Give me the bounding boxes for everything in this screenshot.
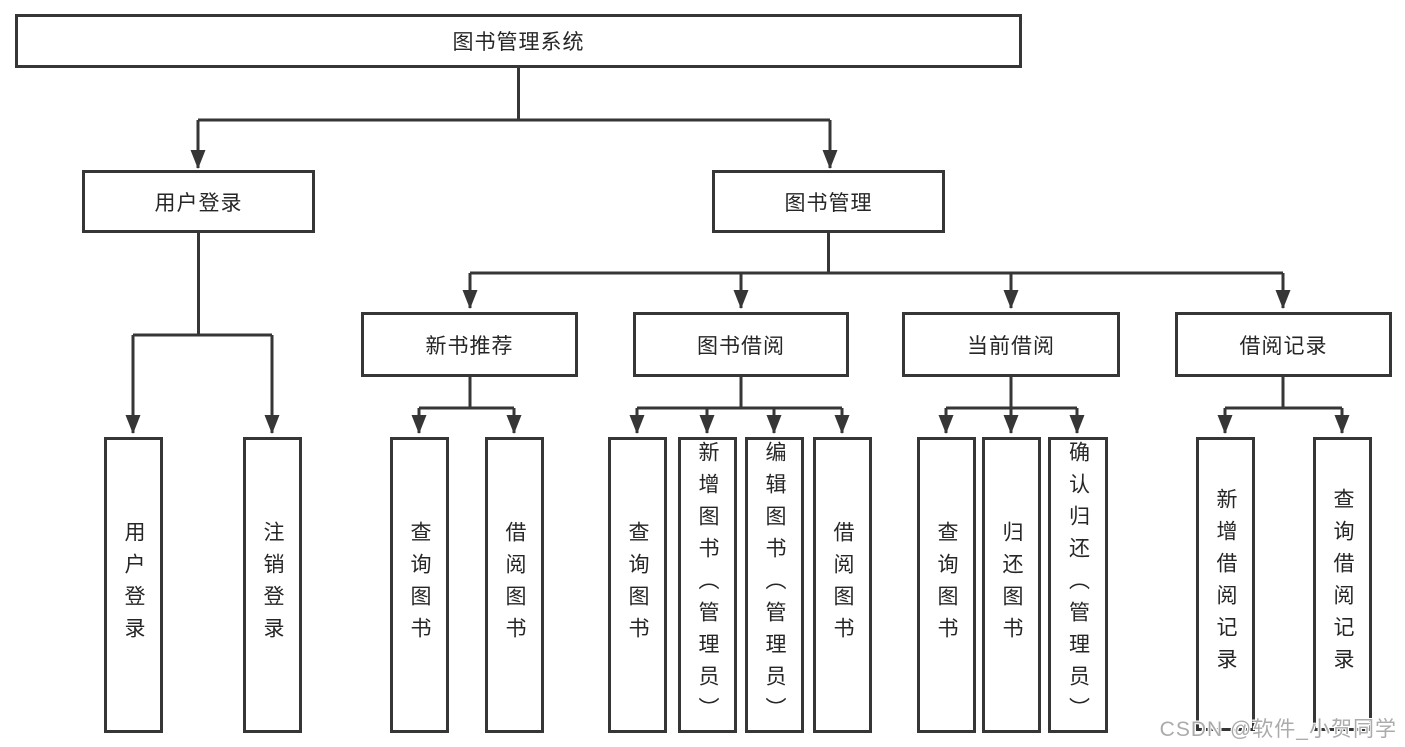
node-book-management: 图书管理 (712, 170, 945, 233)
leaf-label: 查询图书 (408, 521, 431, 649)
node-user-login: 用户登录 (82, 170, 315, 233)
leaf-label: 查询图书 (626, 521, 649, 649)
node-library-management-system: 图书管理系统 (15, 14, 1022, 68)
node-label: 当前借阅 (967, 334, 1055, 358)
csdn-watermark: CSDN @软件_小贺同学 (1159, 718, 1397, 741)
leaf-query-borrow-record: 查询借阅记录 (1313, 437, 1372, 731)
leaf-add-book-admin: 新增图书（管理员） (678, 437, 737, 733)
node-label: 借阅记录 (1239, 334, 1328, 358)
leaf-label: 查询图书 (935, 521, 958, 649)
leaf-logout: 注销登录 (243, 437, 302, 733)
leaf-label: 用户登录 (122, 521, 145, 649)
node-borrow-record: 借阅记录 (1175, 312, 1392, 377)
leaf-query-book-borrow: 查询图书 (608, 437, 667, 733)
leaf-label: 归还图书 (1000, 521, 1023, 649)
leaf-user-login: 用户登录 (104, 437, 163, 733)
node-new-book-recommend: 新书推荐 (361, 312, 578, 377)
leaf-borrow-book: 借阅图书 (813, 437, 872, 733)
node-label: 图书管理系统 (452, 31, 585, 54)
leaf-label: 借阅图书 (503, 521, 526, 649)
leaf-query-book-current: 查询图书 (917, 437, 976, 733)
leaf-label: 注销登录 (261, 521, 284, 649)
leaf-edit-book-admin: 编辑图书（管理员） (745, 437, 804, 733)
leaf-return-book: 归还图书 (982, 437, 1041, 733)
node-label: 新书推荐 (425, 334, 514, 358)
leaf-label: 新增图书（管理员） (696, 441, 719, 729)
leaf-add-borrow-record: 新增借阅记录 (1196, 437, 1255, 731)
node-label: 用户登录 (154, 191, 243, 215)
leaf-query-book-recommend: 查询图书 (390, 437, 449, 733)
leaf-label: 查询借阅记录 (1331, 488, 1354, 680)
node-label: 图书管理 (784, 191, 873, 215)
node-book-borrow: 图书借阅 (633, 312, 849, 377)
leaf-label: 新增借阅记录 (1214, 488, 1237, 680)
leaf-label: 借阅图书 (831, 521, 854, 649)
leaf-confirm-return-admin: 确认归还（管理员） (1048, 437, 1108, 733)
leaf-borrow-book-recommend: 借阅图书 (485, 437, 544, 733)
node-current-borrow: 当前借阅 (902, 312, 1120, 377)
node-label: 图书借阅 (697, 334, 785, 358)
leaf-label: 确认归还（管理员） (1066, 441, 1090, 729)
connector-group (125, 68, 1350, 434)
leaf-label: 编辑图书（管理员） (763, 441, 786, 729)
